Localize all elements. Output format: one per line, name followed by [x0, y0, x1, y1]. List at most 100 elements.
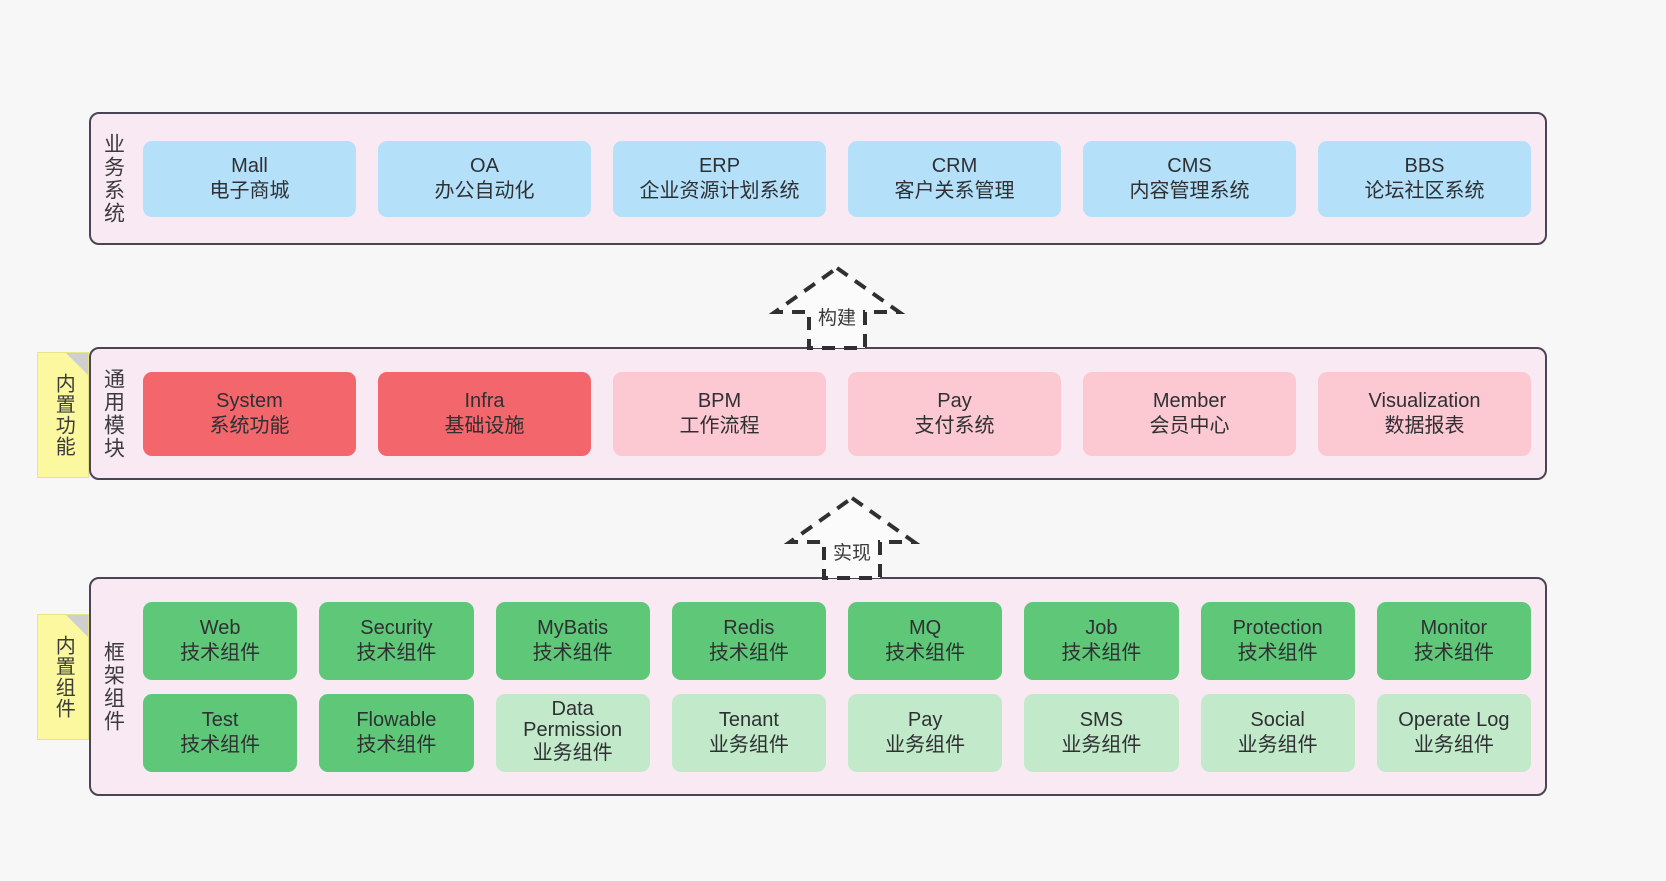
node-system-cn: 系统功能: [209, 414, 290, 437]
node-mybatis-en: MyBatis: [537, 617, 609, 640]
node-mybatis[interactable]: MyBatis 技术组件: [495, 601, 650, 680]
node-data-permission-cn: 业务组件: [532, 742, 613, 765]
node-erp-en: ERP: [698, 155, 741, 178]
node-protection-cn: 技术组件: [1237, 641, 1318, 664]
implement-arrow-icon: [783, 495, 921, 580]
node-crm-en: CRM: [931, 155, 978, 178]
node-pay-component-cn: 业务组件: [885, 733, 966, 756]
node-mq-en: MQ: [909, 617, 942, 640]
node-visualization[interactable]: Visualization 数据报表: [1318, 371, 1531, 456]
node-job[interactable]: Job 技术组件: [1024, 601, 1179, 680]
node-cms-en: CMS: [1167, 155, 1212, 178]
node-web[interactable]: Web 技术组件: [143, 601, 298, 680]
node-monitor[interactable]: Monitor 技术组件: [1376, 601, 1531, 680]
node-system[interactable]: System 系统功能: [143, 371, 356, 456]
layer-common-module[interactable]: 通用模块 System 系统功能 Infra 基础设施 BPM 工作流程 Pay…: [89, 347, 1547, 480]
node-bpm-en: BPM: [697, 390, 742, 413]
node-oa[interactable]: OA 办公自动化: [378, 140, 591, 217]
implement-arrow: 实现: [767, 492, 937, 587]
node-visualization-cn: 数据报表: [1384, 414, 1465, 437]
node-bpm-cn: 工作流程: [679, 414, 760, 437]
node-protection[interactable]: Protection 技术组件: [1200, 601, 1355, 680]
node-bbs-en: BBS: [1404, 155, 1445, 178]
node-social-cn: 业务组件: [1237, 733, 1318, 756]
node-data-permission-en: Data Permission: [523, 698, 623, 742]
layer-business-system-body: Mall 电子商城 OA 办公自动化 ERP 企业资源计划系统 CRM 客户关系…: [135, 114, 1545, 243]
tag-builtin-component-label: 内置组件: [52, 635, 75, 719]
node-operate-log-en: Operate Log: [1398, 709, 1510, 732]
build-arrow: 构建: [752, 262, 922, 352]
node-erp[interactable]: ERP 企业资源计划系统: [613, 140, 826, 217]
layer-business-system-title: 业务系统: [101, 132, 125, 225]
node-operate-log-cn: 业务组件: [1413, 733, 1494, 756]
node-bbs[interactable]: BBS 论坛社区系统: [1318, 140, 1531, 217]
node-mall[interactable]: Mall 电子商城: [143, 140, 356, 217]
tag-builtin-function-label: 内置功能: [52, 373, 75, 457]
node-tenant-cn: 业务组件: [708, 733, 789, 756]
node-redis[interactable]: Redis 技术组件: [671, 601, 826, 680]
node-monitor-cn: 技术组件: [1413, 641, 1494, 664]
node-operate-log[interactable]: Operate Log 业务组件: [1376, 693, 1531, 772]
layer-framework-component-title: 框架组件: [101, 640, 125, 733]
node-social[interactable]: Social 业务组件: [1200, 693, 1355, 772]
node-member-en: Member: [1152, 390, 1227, 413]
node-erp-cn: 企业资源计划系统: [639, 179, 800, 202]
common-module-row: System 系统功能 Infra 基础设施 BPM 工作流程 Pay 支付系统…: [143, 371, 1531, 456]
layer-framework-component-body: Web 技术组件 Security 技术组件 MyBatis 技术组件 Redi…: [135, 579, 1545, 794]
node-flowable-en: Flowable: [356, 709, 437, 732]
build-arrow-icon: [768, 265, 906, 350]
layer-common-module-body: System 系统功能 Infra 基础设施 BPM 工作流程 Pay 支付系统…: [135, 349, 1545, 478]
node-sms[interactable]: SMS 业务组件: [1024, 693, 1179, 772]
node-sms-en: SMS: [1079, 709, 1124, 732]
node-web-en: Web: [199, 617, 241, 640]
node-flowable[interactable]: Flowable 技术组件: [319, 693, 474, 772]
node-monitor-en: Monitor: [1420, 617, 1488, 640]
node-mq-cn: 技术组件: [885, 641, 966, 664]
node-mq[interactable]: MQ 技术组件: [848, 601, 1003, 680]
node-visualization-en: Visualization: [1368, 390, 1481, 413]
business-system-row: Mall 电子商城 OA 办公自动化 ERP 企业资源计划系统 CRM 客户关系…: [143, 140, 1531, 217]
node-mall-en: Mall: [231, 155, 268, 178]
node-data-permission[interactable]: Data Permission 业务组件: [495, 693, 650, 772]
node-redis-en: Redis: [723, 617, 775, 640]
layer-framework-component[interactable]: 框架组件 Web 技术组件 Security 技术组件 MyBatis 技术组件…: [89, 577, 1547, 796]
node-bpm[interactable]: BPM 工作流程: [613, 371, 826, 456]
node-redis-cn: 技术组件: [708, 641, 789, 664]
node-pay-component[interactable]: Pay 业务组件: [848, 693, 1003, 772]
node-member[interactable]: Member 会员中心: [1083, 371, 1296, 456]
node-bbs-cn: 论坛社区系统: [1364, 179, 1485, 202]
node-mybatis-cn: 技术组件: [532, 641, 613, 664]
node-cms[interactable]: CMS 内容管理系统: [1083, 140, 1296, 217]
node-job-cn: 技术组件: [1061, 641, 1142, 664]
layer-common-module-title: 通用模块: [101, 367, 125, 460]
node-tenant[interactable]: Tenant 业务组件: [671, 693, 826, 772]
node-cms-cn: 内容管理系统: [1129, 179, 1250, 202]
node-pay-module-en: Pay: [937, 390, 972, 413]
node-flowable-cn: 技术组件: [356, 733, 437, 756]
node-pay-component-en: Pay: [907, 709, 943, 732]
node-pay-module[interactable]: Pay 支付系统: [848, 371, 1061, 456]
node-web-cn: 技术组件: [180, 641, 261, 664]
layer-business-system[interactable]: 业务系统 Mall 电子商城 OA 办公自动化 ERP 企业资源计划系统 CRM…: [89, 112, 1547, 245]
node-tenant-en: Tenant: [718, 709, 779, 732]
node-crm[interactable]: CRM 客户关系管理: [848, 140, 1061, 217]
node-crm-cn: 客户关系管理: [894, 179, 1015, 202]
node-security-cn: 技术组件: [356, 641, 437, 664]
tag-builtin-function[interactable]: 内置功能: [37, 352, 89, 478]
node-infra-cn: 基础设施: [444, 414, 525, 437]
node-infra[interactable]: Infra 基础设施: [378, 371, 591, 456]
framework-biz-row: Test 技术组件 Flowable 技术组件 Data Permission …: [143, 693, 1531, 772]
node-system-en: System: [216, 390, 283, 413]
node-security[interactable]: Security 技术组件: [319, 601, 474, 680]
node-test[interactable]: Test 技术组件: [143, 693, 298, 772]
node-oa-en: OA: [470, 155, 499, 178]
node-pay-module-cn: 支付系统: [914, 414, 995, 437]
implement-arrow-label: 实现: [832, 543, 872, 564]
node-test-cn: 技术组件: [180, 733, 261, 756]
build-arrow-label: 构建: [817, 308, 857, 329]
framework-tech-row: Web 技术组件 Security 技术组件 MyBatis 技术组件 Redi…: [143, 601, 1531, 680]
tag-builtin-component[interactable]: 内置组件: [37, 614, 89, 740]
node-infra-en: Infra: [464, 390, 505, 413]
node-job-en: Job: [1085, 617, 1118, 640]
